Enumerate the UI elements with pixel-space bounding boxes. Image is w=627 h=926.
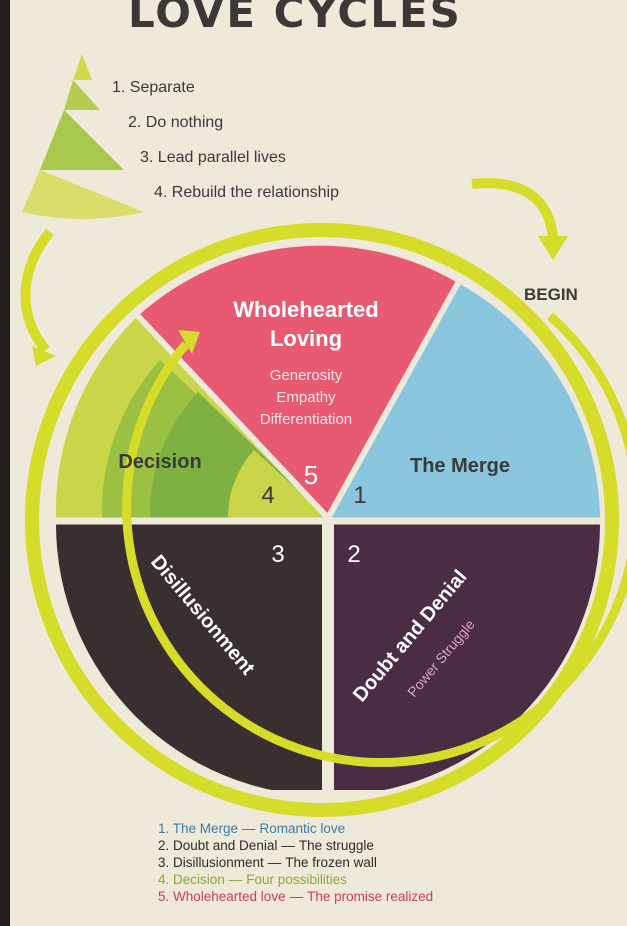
inner-arrow-head (178, 330, 200, 354)
legend-desc-1: Romantic love (259, 821, 346, 836)
right-curved-arrow (471, 178, 558, 239)
decision-title: Decision (118, 451, 201, 473)
option-1: 1. Separate (112, 79, 195, 96)
love-cycle-diagram: BEGIN Wholehearted Loving Generosity Emp… (20, 54, 627, 926)
legend-item-5: 5. Wholehearted love—The promise realize… (158, 889, 434, 904)
circle-mask (50, 524, 627, 926)
legend-desc-4: Four possibilities (246, 872, 347, 887)
pyramid-tier-1 (73, 54, 92, 80)
pyramid-tier-2 (64, 80, 100, 110)
legend-item-2: 2. Doubt and Denial—The struggle (158, 838, 374, 853)
wholehearted-title-line1: Wholehearted (233, 297, 378, 322)
legend-stage-1: 1. The Merge (158, 821, 239, 836)
decision-band-3 (227, 450, 328, 518)
segment-number-3: 3 (271, 541, 284, 568)
wholehearted-sub-2: Empathy (276, 389, 336, 406)
options-pyramid (22, 54, 144, 219)
legend-item-3: 3. Disillusionment—The frozen wall (158, 855, 377, 870)
legend-desc-2: The struggle (298, 838, 374, 853)
divider-wholehearted (135, 313, 331, 521)
inner-ring-arrow (122, 312, 627, 767)
option-3: 3. Lead parallel lives (140, 149, 286, 166)
segment-number-1: 1 (353, 482, 366, 509)
segment-number-4: 4 (261, 482, 274, 509)
segment-number-2: 2 (347, 541, 360, 568)
left-curved-arrow (20, 228, 54, 354)
page-title: LOVE CYCLES (128, 0, 462, 37)
legend-stage-5: 5. Wholehearted love (158, 889, 286, 904)
legend-item-4: 4. Decision—Four possibilities (158, 872, 347, 887)
legend: 1. The Merge—Romantic love 2. Doubt and … (158, 820, 433, 905)
left-arrow-head (32, 346, 56, 366)
outer-ring-top (25, 223, 619, 817)
segment-number-5: 5 (304, 460, 318, 490)
option-4: 4. Rebuild the relationship (154, 184, 340, 201)
legend-stage-3: 3. Disillusionment (158, 855, 264, 870)
segment-merge (328, 283, 600, 518)
legend-stage-4: 4. Decision (158, 872, 225, 887)
legend-desc-5: The promise realized (307, 889, 434, 904)
legend-stage-2: 2. Doubt and Denial (158, 838, 278, 853)
pyramid-tier-4 (22, 170, 144, 212)
merge-title: The Merge (410, 455, 510, 477)
wholehearted-title-line2: Loving (270, 326, 342, 351)
page: LOVE CYCLES (10, 0, 627, 926)
option-2: 2. Do nothing (128, 114, 224, 131)
begin-label: BEGIN (524, 285, 578, 304)
pyramid-tier-3 (40, 110, 124, 170)
pyramid-base (22, 212, 144, 219)
legend-desc-3: The frozen wall (285, 855, 377, 870)
legend-item-1: 1. The Merge—Romantic love (158, 821, 346, 836)
divider-merge (325, 281, 461, 520)
wholehearted-sub-1: Generosity (270, 367, 343, 384)
segment-wholehearted (138, 245, 458, 518)
wholehearted-sub-3: Differentiation (260, 411, 352, 428)
right-arrow-head (538, 236, 568, 260)
